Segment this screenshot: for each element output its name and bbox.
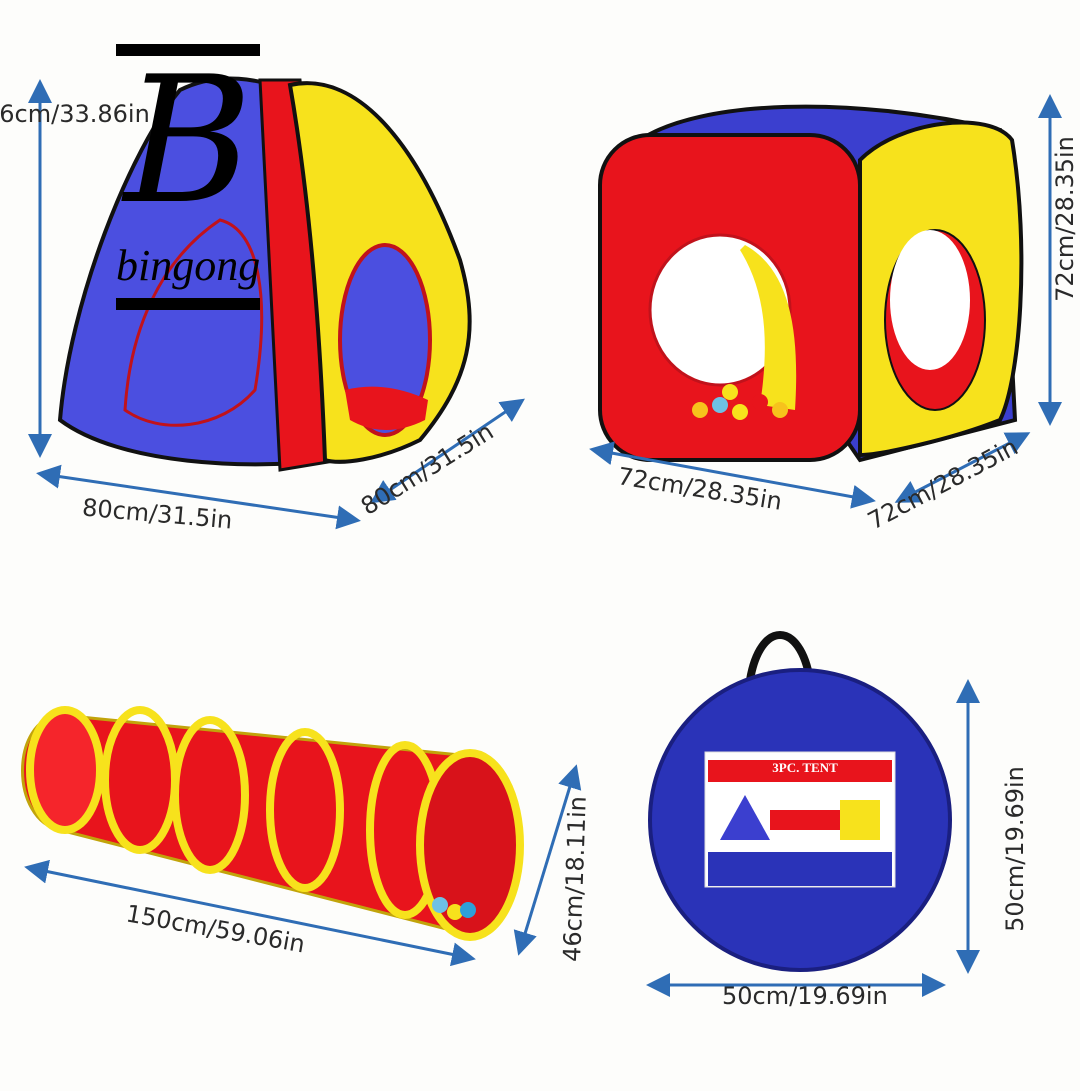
storage-bag — [648, 631, 952, 972]
pyramid-height-label: 86cm/33.86in — [0, 100, 150, 128]
cube-height-label: 72cm/28.35in — [1050, 136, 1079, 302]
bag-label-title: 3PC. TENT — [772, 760, 838, 775]
tunnel-diameter-label: 46cm/18.11in — [558, 795, 592, 963]
logo-bottom-bar — [116, 298, 260, 310]
bag-height-label: 50cm/19.69in — [1000, 766, 1029, 932]
logo-top-bar — [116, 44, 260, 56]
logo-letter: B — [124, 40, 253, 243]
tunnel — [21, 706, 524, 941]
brand-logo: B bingong — [116, 44, 261, 312]
dimension-arrows — [24, 79, 1062, 997]
cube-tent — [598, 104, 1024, 463]
bag-width-label: 50cm/19.69in — [722, 982, 888, 1010]
logo-wordmark: bingong — [116, 241, 261, 290]
ball-pile — [692, 384, 788, 420]
pyramid-tent — [57, 76, 472, 472]
